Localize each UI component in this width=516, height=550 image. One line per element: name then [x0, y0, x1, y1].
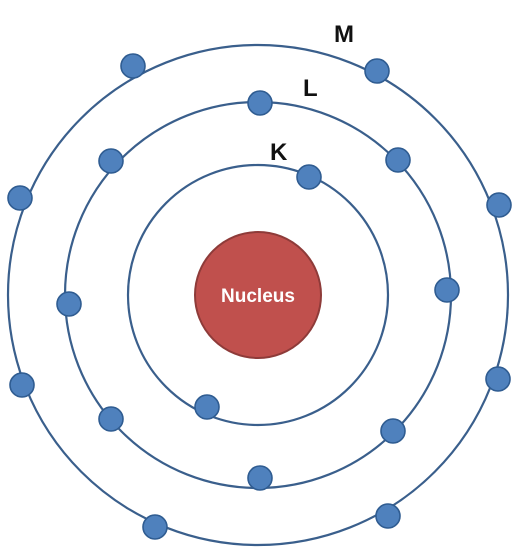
electron-l-7	[56, 291, 82, 317]
nucleus-circle	[194, 231, 322, 359]
shell-label-l: L	[303, 75, 318, 102]
electron-l-1	[247, 90, 273, 116]
electrons	[7, 53, 512, 540]
electron-m-6	[142, 514, 168, 540]
orbit-m-group	[6, 43, 510, 547]
electron-l-6	[98, 406, 124, 432]
electron-m-8	[7, 185, 33, 211]
shell-label-m: M	[334, 21, 354, 48]
orbit-k-group	[126, 163, 390, 427]
electron-l-3	[434, 277, 460, 303]
electron-m-5	[375, 503, 401, 529]
electron-k-2	[194, 394, 220, 420]
electron-l-8	[98, 148, 124, 174]
electron-m-3	[486, 192, 512, 218]
electron-m-1	[120, 53, 146, 79]
nucleus-label: Nucleus	[221, 286, 295, 307]
electron-m-4	[485, 366, 511, 392]
orbit-k	[126, 163, 390, 427]
nucleus: Nucleus	[194, 231, 322, 359]
electron-k-1	[296, 164, 322, 190]
electron-l-4	[380, 418, 406, 444]
electron-l-5	[247, 465, 273, 491]
electron-m-2	[364, 58, 390, 84]
electron-m-7	[9, 372, 35, 398]
orbit-m	[6, 43, 510, 547]
electron-l-2	[385, 147, 411, 173]
shell-label-k: K	[270, 139, 288, 166]
